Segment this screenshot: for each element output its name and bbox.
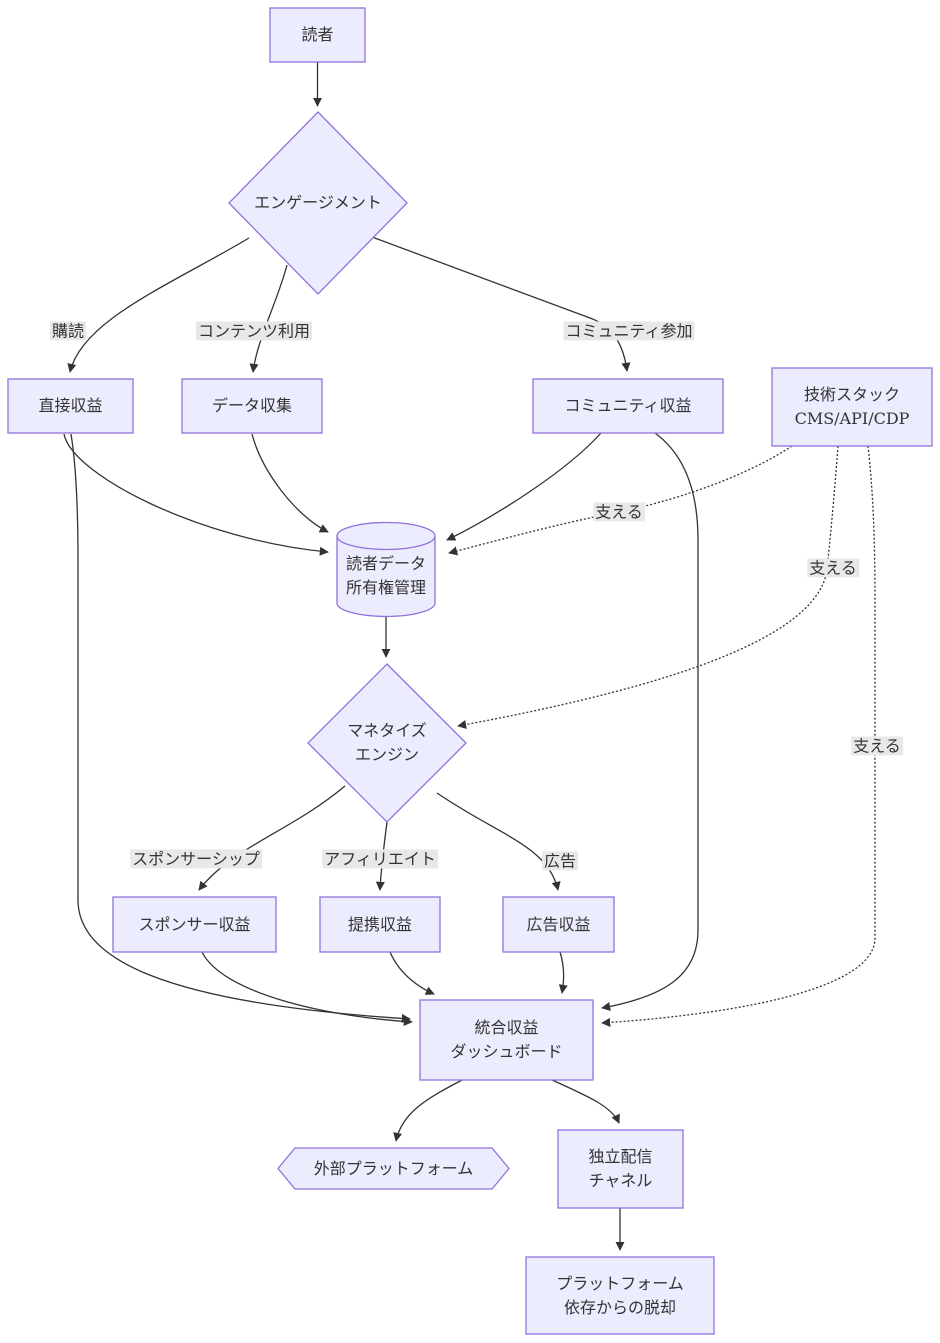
direct-revenue-node-shape: [7, 378, 134, 434]
edge-dashboard-to-independent-channel: [551, 1079, 620, 1124]
independent-channel-node-shape: [557, 1129, 684, 1209]
edge-monetize-engine-to-sponsor-revenue: [198, 785, 346, 891]
edge-sponsor-revenue-to-dashboard: [201, 951, 413, 1027]
monetize-engine-node-label: マネタイズ エンジン: [347, 721, 427, 764]
edge-tech-stack-to-dashboard: [601, 445, 876, 1027]
tech-stack-node-shape: [771, 367, 933, 447]
edge-data-collection-to-reader-data: [251, 433, 329, 533]
engagement-diamond-shape: [228, 111, 408, 295]
edge-engagement-to-direct-revenue: [67, 237, 250, 373]
edge-community-revenue-to-reader-data: [446, 432, 602, 541]
edge-label-support-engine: 支える: [807, 558, 859, 578]
edge-label-affiliate: アフィリエイト: [322, 849, 438, 869]
edge-engagement-to-data-collection: [249, 264, 288, 373]
reader-data-cylinder-top: [336, 521, 436, 551]
external-platform-node-label: 外部プラットフォーム: [313, 1158, 474, 1178]
edge-ad-revenue-to-dashboard: [558, 951, 568, 994]
engagement-node-label: エンゲージメント: [254, 193, 382, 212]
edge-label-sponsorship: スポンサーシップ: [130, 849, 262, 869]
edge-label-content-use: コンテンツ利用: [195, 321, 313, 341]
platform-escape-node-label: プラットフォーム 依存からの脱却: [556, 1273, 684, 1317]
external-platform-hexagon-shape: [277, 1147, 510, 1190]
revenue-dashboard-node-shape: [419, 999, 594, 1081]
edge-label-support-data: 支える: [593, 502, 645, 522]
community-revenue-node-shape: [532, 378, 724, 434]
sponsor-revenue-node-shape: [112, 896, 277, 953]
edge-label-support-dashboard: 支える: [851, 736, 903, 756]
edge-dashboard-to-external-platform: [393, 1079, 463, 1142]
ad-revenue-node-label: 広告収益: [526, 914, 591, 934]
edge-direct-revenue-to-dashboard: [70, 433, 411, 1024]
independent-channel-node-label: 独立配信 チャネル: [588, 1147, 653, 1190]
nodes-layer: [7, 7, 933, 1335]
reader-data-cylinder-body: [336, 535, 436, 618]
edge-tech-stack-to-reader-data: [448, 445, 793, 556]
edge-label-ads: 広告: [541, 851, 579, 871]
data-collection-node-label: データ収集: [211, 396, 292, 415]
revenue-dashboard-node-label: 統合収益 ダッシュボード: [450, 1018, 563, 1061]
reader-node-shape: [269, 7, 366, 63]
data-collection-node-shape: [181, 378, 323, 434]
edge-direct-revenue-to-reader-data: [63, 433, 329, 556]
sponsor-revenue-node-label: スポンサー収益: [138, 914, 251, 934]
tech-stack-node-label: 技術スタック CMS/API/CDP: [794, 385, 910, 428]
edge-label-community-join: コミュニティ参加: [563, 321, 695, 341]
ad-revenue-node-shape: [502, 896, 615, 953]
edge-affiliate-revenue-to-dashboard: [389, 951, 435, 995]
reader-data-node-label: 読者データ 所有権管理: [345, 554, 426, 597]
monetize-engine-diamond-shape: [307, 663, 467, 823]
affiliate-revenue-node-shape: [319, 896, 441, 953]
edge-monetize-engine-to-ad-revenue: [436, 792, 561, 891]
edge-label-subscribe: 購読: [49, 321, 87, 341]
edge-tech-stack-to-monetize-engine: [457, 445, 839, 729]
edge-engagement-to-community-revenue: [371, 236, 631, 372]
community-revenue-node-label: コミュニティ収益: [564, 396, 692, 415]
edge-community-revenue-to-dashboard: [601, 432, 699, 1011]
reader-node-label: 読者: [301, 25, 334, 44]
direct-revenue-node-label: 直接収益: [38, 396, 103, 415]
affiliate-revenue-node-label: 提携収益: [347, 914, 412, 934]
edges-layer: [63, 62, 876, 1251]
platform-escape-node-shape: [525, 1256, 715, 1335]
